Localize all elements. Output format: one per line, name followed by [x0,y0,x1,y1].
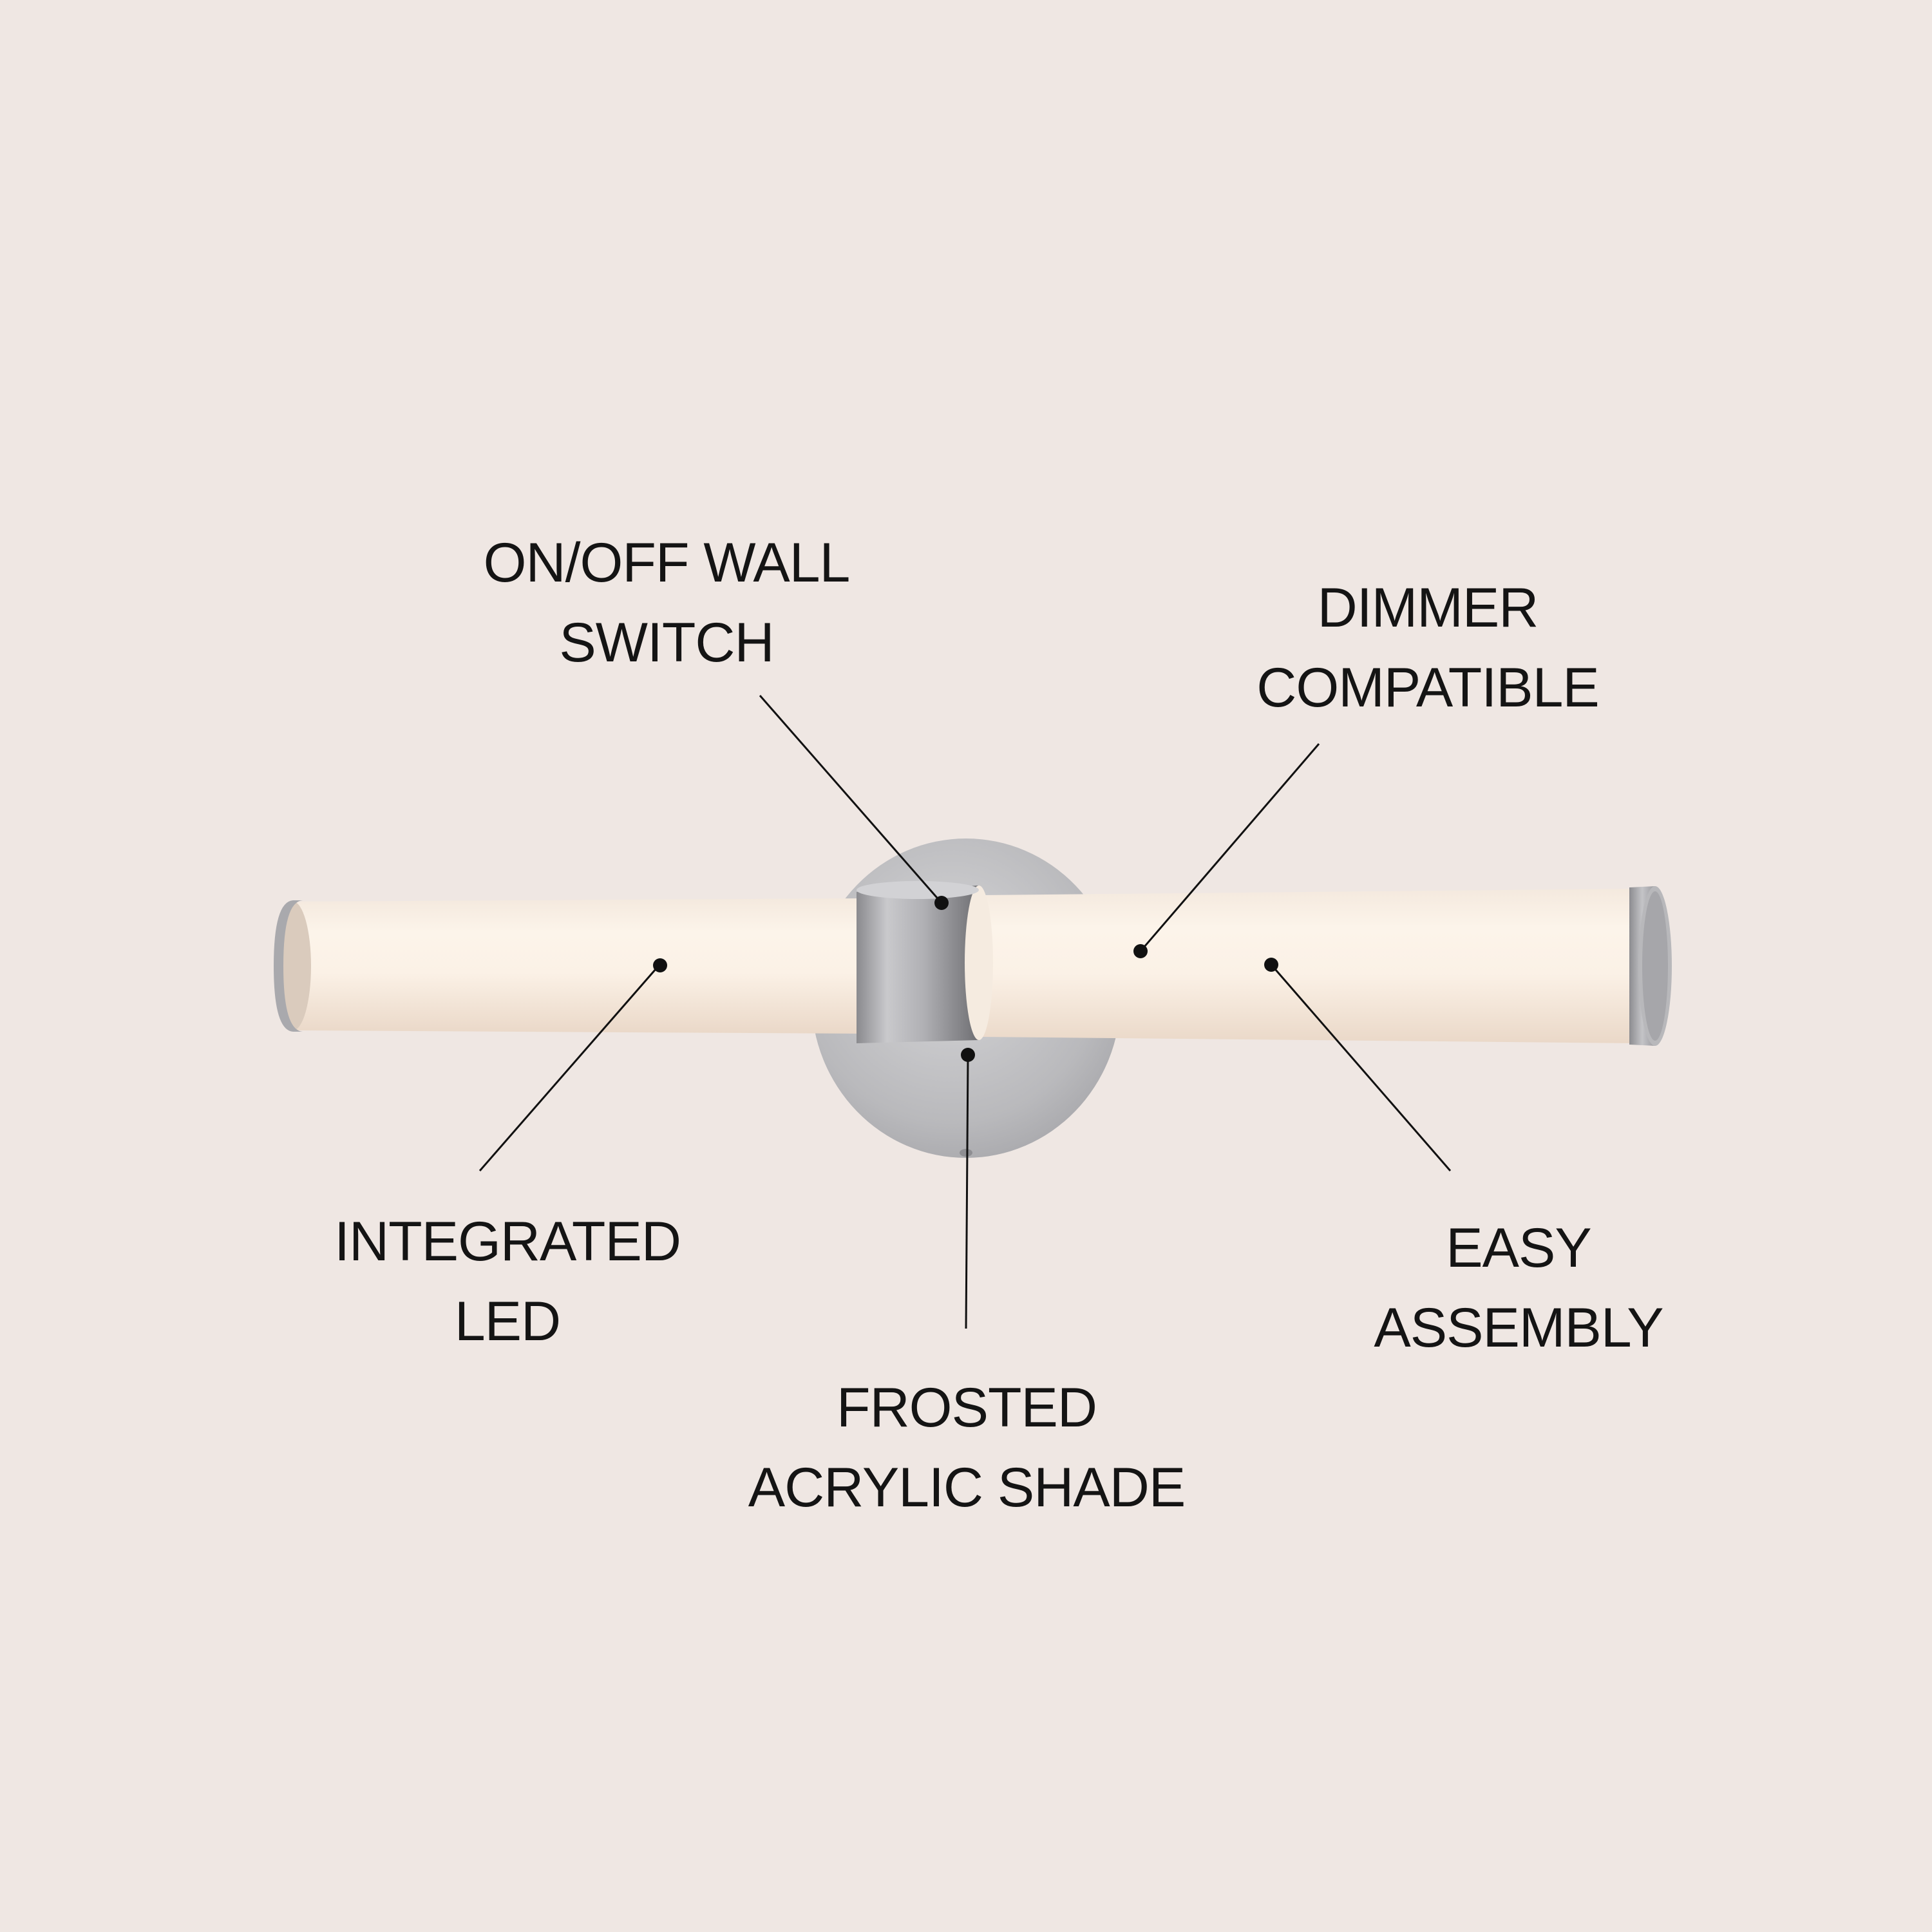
callout-line: INTEGRATED [334,1211,681,1273]
callout-line: COMPATIBLE [1256,657,1600,719]
callout-frosted-acrylic-shade: FROSTED ACRYLIC SHADE [748,1368,1186,1528]
leader-assembly [1270,964,1452,1171]
callout-line: FROSTED [837,1377,1097,1439]
dot-dimmer [1133,944,1148,958]
left-shade [274,898,857,1034]
callout-line: EASY [1446,1217,1591,1279]
end-cap [1629,886,1672,1046]
leader-led [478,963,661,1171]
dot-led [653,958,667,972]
leader-lines [478,695,1452,1329]
callout-dots [653,896,1278,1062]
callout-line: ASSEMBLY [1374,1297,1663,1359]
callout-line: ON/OFF WALL [483,532,851,594]
right-shade [979,889,1639,1043]
callout-line: DIMMER [1317,577,1539,639]
callout-easy-assembly: EASY ASSEMBLY [1374,1208,1663,1368]
leader-dimmer [1139,743,1320,952]
callout-dimmer-compatible: DIMMER COMPATIBLE [1256,568,1600,728]
center-collar [857,881,993,1043]
dot-assembly [1264,958,1278,972]
callout-line: SWITCH [559,612,774,674]
dot-shade [961,1048,975,1062]
callout-line: LED [454,1291,561,1352]
dot-switch [934,896,949,910]
callout-on-off-wall-switch: ON/OFF WALL SWITCH [483,523,851,683]
plate-screw [960,1149,972,1157]
leader-switch [759,695,943,904]
callout-integrated-led: INTEGRATED LED [334,1202,681,1361]
leader-shade [965,1056,969,1329]
callout-line: ACRYLIC SHADE [748,1457,1186,1519]
